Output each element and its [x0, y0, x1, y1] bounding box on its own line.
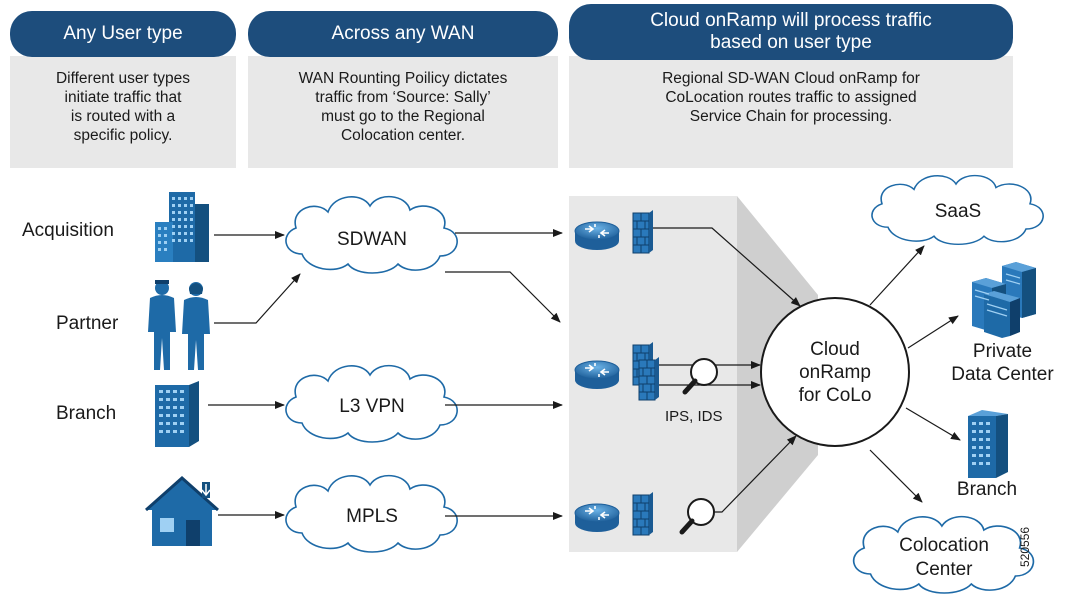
- hub-label: Cloud onRamp for CoLo: [798, 339, 872, 406]
- firewall-icon: [632, 491, 654, 536]
- router-icon: [574, 221, 620, 251]
- dest-label-colocation: Colocation Center: [899, 535, 989, 580]
- hub-to-datacenter-arrow: [907, 315, 959, 349]
- column-desc-user-type: Different user types initiate traffic th…: [55, 70, 191, 144]
- hub-to-colocation-arrow: [869, 449, 923, 503]
- column-desc-cloud-onramp: Regional SD-WAN Cloud onRamp for CoLocat…: [662, 70, 920, 125]
- cloud-onramp-hub: [760, 297, 910, 447]
- dest-label-saas: SaaS: [934, 201, 982, 222]
- column-desc-wan: WAN Rounting Poilicy dictates traffic fr…: [298, 70, 508, 144]
- column-title-wan: Across any WAN: [248, 11, 558, 57]
- hub-to-saas-arrow: [869, 245, 925, 306]
- figure-id: 520556: [1018, 526, 1032, 567]
- chain1-to-hub-arrow: [652, 227, 801, 307]
- destination-branch-building-icon: [968, 410, 1008, 478]
- partner-people-icon: [148, 280, 210, 370]
- branch-building-icon: [155, 381, 199, 447]
- cloud-onramp-panel: [569, 56, 1013, 168]
- data-center-servers-icon: [972, 262, 1036, 338]
- wan-label-mpls: MPLS: [346, 506, 398, 527]
- router-icon: [574, 503, 620, 533]
- wan-label-sdwan: SDWAN: [336, 229, 408, 250]
- column-title-cloud-onramp: Cloud onRamp will process traffic based …: [569, 4, 1013, 60]
- user-label-branch: Branch: [56, 403, 117, 424]
- router-icon: [574, 360, 620, 390]
- dest-label-branch: Branch: [956, 479, 1018, 500]
- dest-label-private-dc: Private Data Center: [951, 341, 1054, 385]
- hub-to-branch-arrow: [905, 407, 961, 441]
- column-title-user-type: Any User type: [10, 11, 236, 57]
- wan-panel: [248, 56, 558, 168]
- partner-to-sdwan-arrow: [214, 273, 301, 324]
- user-type-panel: [10, 56, 236, 168]
- home-icon: [145, 475, 219, 546]
- wan-label-l3vpn: L3 VPN: [339, 396, 405, 417]
- user-label-acquisition: Acquisition: [22, 220, 114, 241]
- user-label-partner: Partner: [56, 313, 119, 334]
- ips-ids-label: IPS, IDS: [665, 408, 723, 425]
- office-building-icon: [155, 192, 209, 262]
- firewall-icon: [638, 356, 660, 401]
- sdwan-to-chain2-arrow: [445, 271, 561, 323]
- firewall-icon: [632, 209, 654, 254]
